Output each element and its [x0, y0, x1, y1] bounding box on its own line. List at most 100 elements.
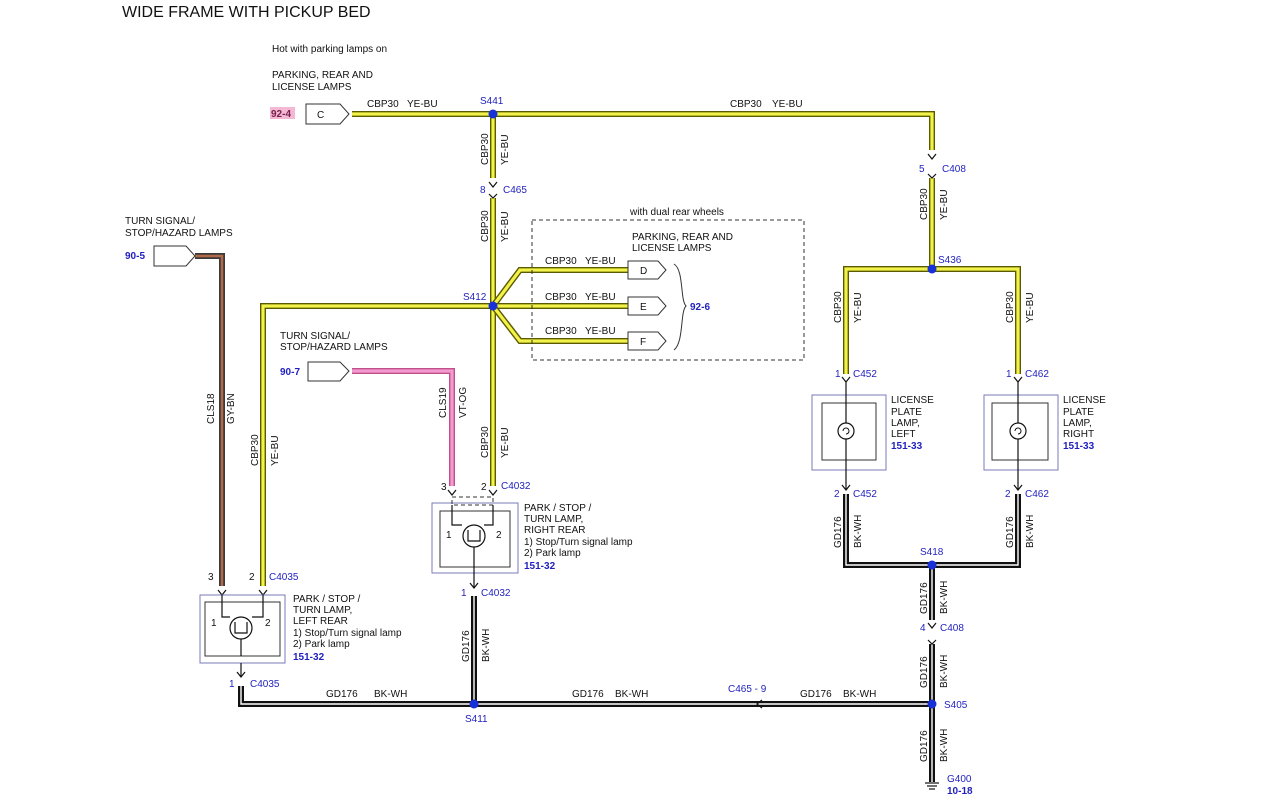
wire-label-yebu: YE-BU: [585, 326, 616, 337]
turn-left-flag[interactable]: [153, 245, 196, 267]
splice-s411-label: S411: [465, 714, 488, 725]
pin-c462-bottom: 2: [1005, 489, 1011, 500]
plate-right-page-ref[interactable]: 151-33: [1063, 441, 1095, 452]
connector-d-letter: D: [640, 266, 647, 277]
connector-c452-top-label: C452: [853, 369, 877, 380]
svg-text:2: 2: [496, 530, 502, 541]
wire-label-yebu: YE-BU: [500, 211, 511, 242]
turn-right-page-ref[interactable]: 90-7: [280, 367, 300, 378]
wire-label-cbp30: CBP30: [250, 434, 261, 466]
wire-label-yebu: YE-BU: [270, 435, 281, 466]
pin-c465: 8: [480, 185, 486, 196]
connector-c465-9-label: C465 - 9: [728, 684, 767, 695]
wire-label-cbp30: CBP30: [1005, 291, 1016, 323]
splice-s412-label: S412: [463, 292, 487, 303]
svg-text:2: 2: [265, 618, 271, 629]
connector-f-letter: F: [640, 337, 646, 348]
splice-s418-label: S418: [920, 547, 944, 558]
connector-f-flag[interactable]: F: [627, 331, 667, 351]
turn-right-flag[interactable]: [307, 361, 350, 382]
right-rear-label-4: 1) Stop/Turn signal lamp: [524, 537, 633, 548]
dual-rear-region: [531, 219, 805, 361]
wire-label-cbp30: CBP30: [545, 256, 577, 267]
dual-page-ref[interactable]: 92-6: [690, 302, 710, 313]
wire-label-cbp30: CBP30: [730, 99, 762, 110]
plate-left-label-2: PLATE: [891, 407, 922, 418]
connector-d-flag[interactable]: D: [627, 260, 667, 280]
wire-label-gybn: GY-BN: [226, 393, 237, 424]
connector-e-flag[interactable]: E: [627, 296, 667, 316]
plate-left-page-ref[interactable]: 151-33: [891, 441, 923, 452]
wire-label-cbp30: CBP30: [480, 133, 491, 165]
dual-label-2: LICENSE LAMPS: [632, 243, 712, 254]
turn-right-label-2: STOP/HAZARD LAMPS: [280, 342, 388, 353]
wire-label-gd176: GD176: [919, 656, 930, 688]
wire-cbp30-branch-f: [490, 304, 628, 344]
pin-c452-top: 1: [835, 369, 841, 380]
ground-page-ref[interactable]: 10-18: [947, 786, 973, 797]
plate-left-label-3: LAMP,: [891, 418, 920, 429]
left-rear-page-ref[interactable]: 151-32: [293, 652, 325, 663]
left-rear-label-5: 2) Park lamp: [293, 639, 350, 650]
pin-c4035-2: 2: [249, 572, 255, 583]
splice-s405-label: S405: [944, 700, 968, 711]
pin-c4032-2: 2: [481, 482, 487, 493]
wire-cbp30-s412-c4035: [260, 303, 493, 586]
connector-c-letter: C: [317, 110, 324, 121]
right-rear-page-ref[interactable]: 151-32: [524, 561, 556, 572]
wire-label-bkwh: BK-WH: [481, 629, 492, 662]
parking-page-ref[interactable]: 92-4: [271, 109, 291, 120]
pin-c4032-bottom: 1: [461, 588, 467, 599]
wire-gd176-bottom: [238, 686, 932, 707]
wire-label-cbp30: CBP30: [833, 291, 844, 323]
left-rear-lamp[interactable]: 1 2: [199, 594, 286, 677]
wire-label-bkwh: BK-WH: [939, 581, 950, 614]
left-rear-label-2: TURN LAMP,: [293, 605, 352, 616]
wire-label-gd176: GD176: [919, 730, 930, 762]
connector-arrow-icons: [217, 153, 1023, 709]
wire-cbp30-s436-c462: [932, 266, 1021, 374]
license-plate-lamp-left[interactable]: [811, 382, 887, 490]
connector-c408-bottom-label: C408: [940, 623, 964, 634]
hot-parking-note: Hot with parking lamps on: [272, 44, 387, 55]
wire-label-gd176: GD176: [833, 516, 844, 548]
wire-cbp30-branch-d: [490, 267, 628, 308]
dual-rear-note: with dual rear wheels: [629, 207, 724, 218]
pin-c408-bottom: 4: [920, 623, 926, 634]
wire-label-bkwh: BK-WH: [843, 689, 876, 700]
splice-s405-node: [927, 699, 937, 709]
turn-right-label-1: TURN SIGNAL/: [280, 331, 350, 342]
connector-c462-top-label: C462: [1025, 369, 1049, 380]
splice-s436-node: [927, 264, 937, 274]
pin-c462-top: 1: [1006, 369, 1012, 380]
pin-c452-bottom: 2: [834, 489, 840, 500]
connector-c452-bottom-label: C452: [853, 489, 877, 500]
splice-s418-node: [927, 560, 937, 570]
connector-c408-top-label: C408: [942, 164, 966, 175]
wire-label-cbp30: CBP30: [919, 188, 930, 220]
right-rear-lamp[interactable]: 1 2: [431, 496, 519, 588]
turn-left-page-ref[interactable]: 90-5: [125, 251, 145, 262]
wire-cls19: [352, 368, 455, 486]
page-title: WIDE FRAME WITH PICKUP BED: [122, 4, 371, 21]
wire-label-cbp30: CBP30: [367, 99, 399, 110]
wire-label-cls19: CLS19: [438, 387, 449, 418]
pin-c4032-3: 3: [441, 482, 447, 493]
dual-brace: [673, 263, 687, 351]
wire-label-yebu: YE-BU: [772, 99, 803, 110]
wire-label-yebu: YE-BU: [939, 189, 950, 220]
wire-label-yebu: YE-BU: [585, 256, 616, 267]
right-rear-label-1: PARK / STOP /: [524, 503, 591, 514]
wire-cbp30-top: [352, 111, 935, 150]
connector-c462-bottom-label: C462: [1025, 489, 1049, 500]
pin-c4035-3: 3: [208, 572, 214, 583]
license-plate-lamp-right[interactable]: [983, 382, 1059, 490]
wire-label-cbp30: CBP30: [545, 292, 577, 303]
left-rear-label-3: LEFT REAR: [293, 616, 348, 627]
connector-c-flag[interactable]: C: [305, 103, 350, 125]
plate-left-label-4: LEFT: [891, 429, 915, 440]
wire-label-cbp30: CBP30: [480, 426, 491, 458]
wire-label-bkwh: BK-WH: [853, 515, 864, 548]
